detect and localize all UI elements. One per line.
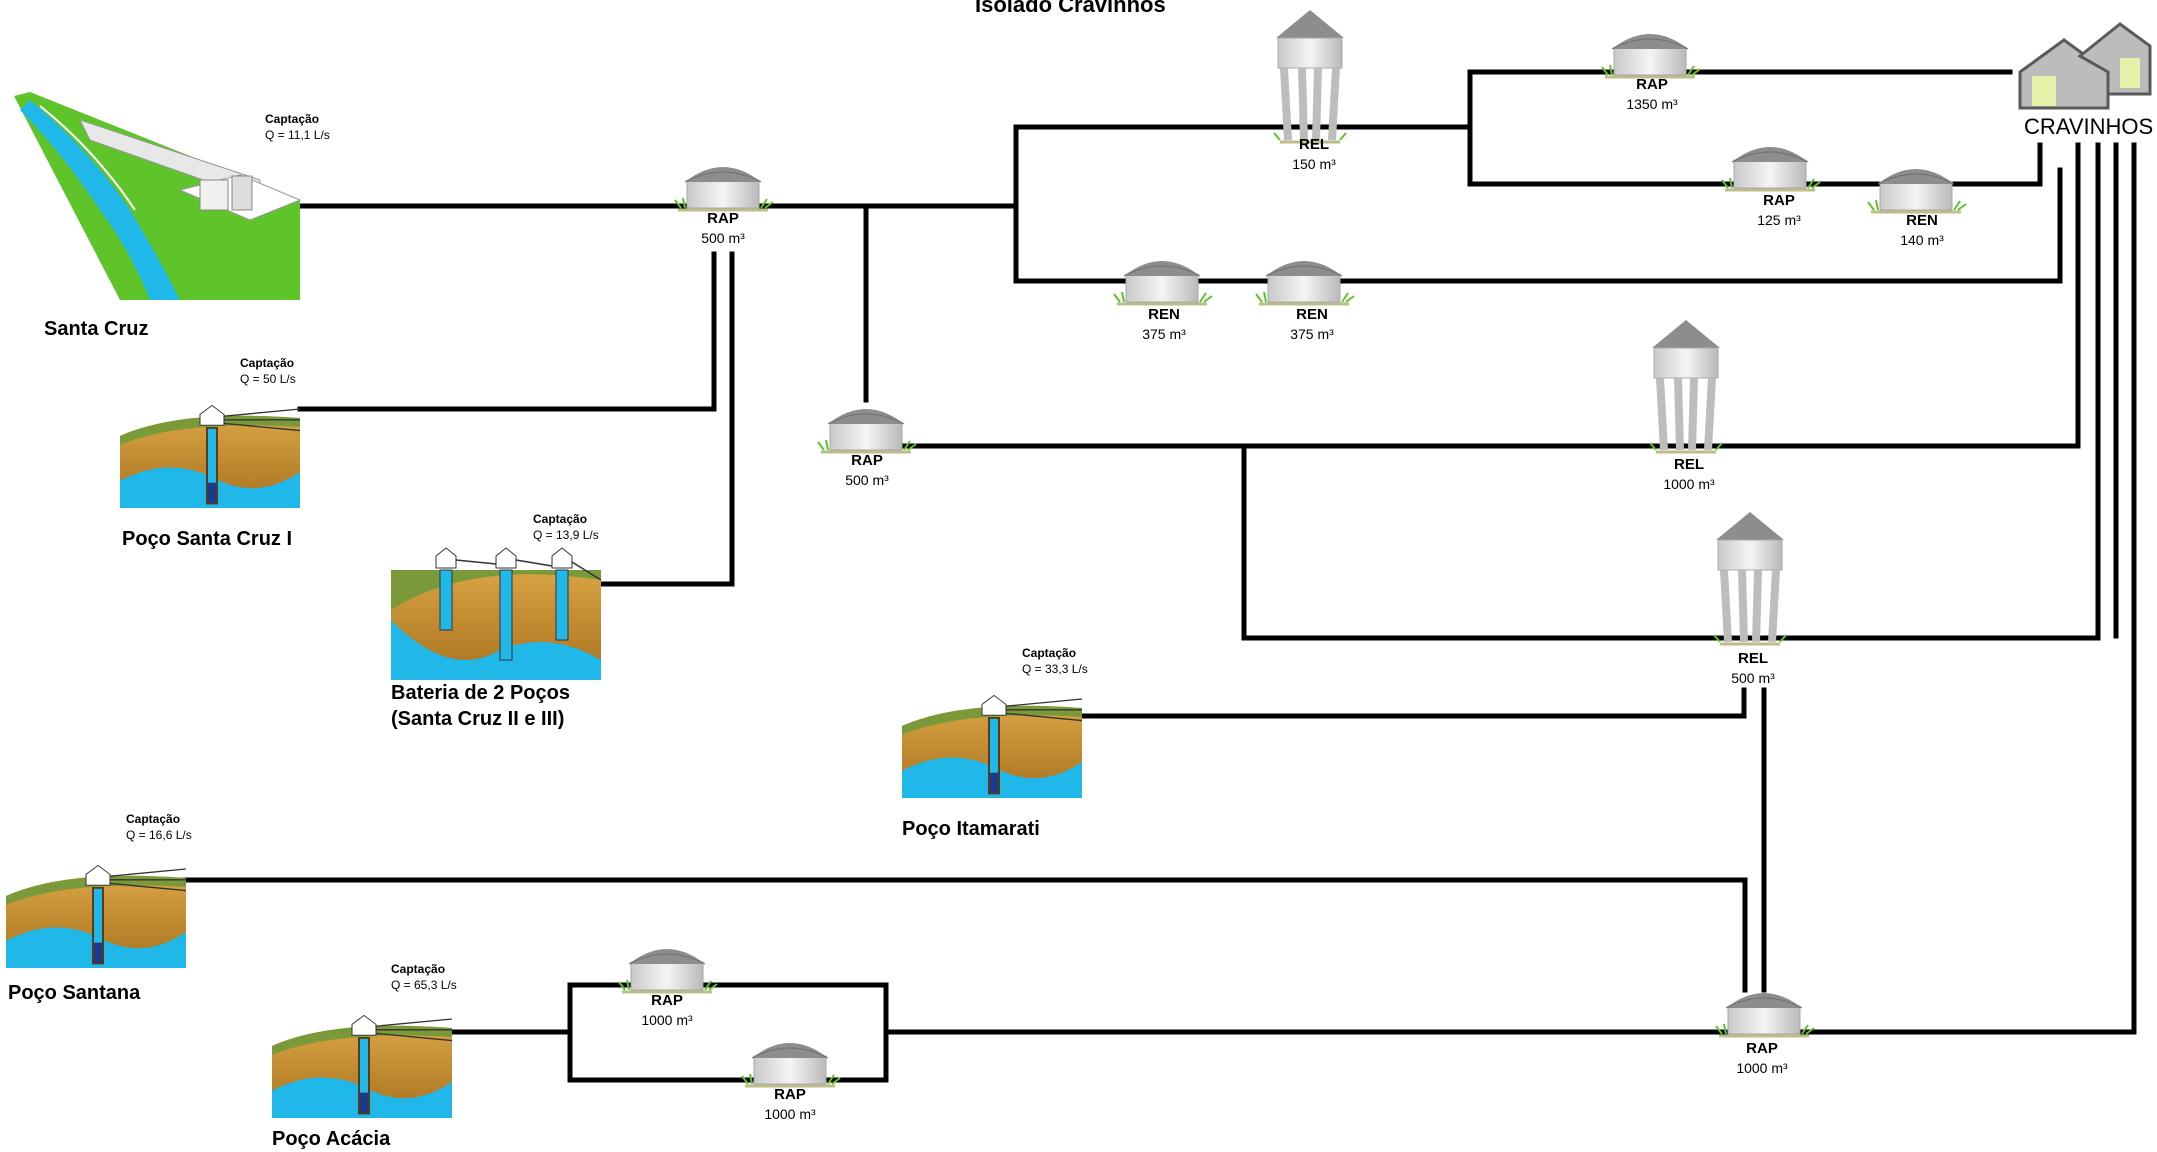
rap-mid-icon <box>816 407 918 454</box>
well-icon-acacia <box>271 1014 453 1119</box>
rap-1000b-type: RAP <box>774 1086 806 1103</box>
santana-flow: Q = 16,6 L/s <box>126 828 192 842</box>
pipelines <box>179 69 2137 1083</box>
rap-1000c-vol: 1000 m³ <box>1736 1060 1788 1076</box>
ren-375b-icon <box>1254 259 1356 306</box>
rap-1350-type: RAP <box>1636 76 1668 93</box>
pipe-bateria <box>591 251 735 587</box>
rap-mid-vol: 500 m³ <box>845 472 889 488</box>
pipe-poco-sc1 <box>297 251 717 412</box>
ren-140-vol: 140 m³ <box>1900 232 1944 248</box>
pipe-santana <box>179 877 1748 993</box>
rap-1000c-type: RAP <box>1746 1040 1778 1057</box>
pipe-to-rel500 <box>1241 142 2101 641</box>
ren-140-type: REN <box>1906 212 1938 229</box>
ren-140-icon <box>1866 167 1968 214</box>
rap-main-type: RAP <box>707 210 739 227</box>
pipe-itamarati <box>1077 687 1747 719</box>
well-icon-itamarati <box>901 694 1083 799</box>
pipe-rap1000c-city <box>1797 142 2137 1035</box>
city-label: CRAVINHOS <box>2024 114 2154 139</box>
rap-mid-type: RAP <box>851 452 883 469</box>
rap-1000a-type: RAP <box>651 992 683 1009</box>
acacia-name: Poço Acácia <box>272 1128 391 1150</box>
rap-1000b-vol: 1000 m³ <box>764 1106 816 1122</box>
santa-cruz-intake-illustration <box>14 92 302 300</box>
pipe-to-rap1350 <box>1467 69 2013 187</box>
diagram-title: Isolado Cravinhos <box>975 0 1166 17</box>
itamarati-flow: Q = 33,3 L/s <box>1022 662 1088 676</box>
rap-1000a-icon <box>617 947 719 994</box>
rap-1350-icon <box>1600 32 1702 79</box>
rap-main-vol: 500 m³ <box>701 230 745 246</box>
well-battery-illustration <box>391 547 602 680</box>
rel-150-icon <box>1274 10 1346 142</box>
rel-1000-type: REL <box>1674 456 1704 473</box>
ren-375a-icon <box>1112 259 1214 306</box>
houses-icon <box>2018 22 2152 110</box>
rel-1000-vol: 1000 m³ <box>1663 476 1715 492</box>
bateria-capt: Captação <box>533 512 588 526</box>
rel-500-icon <box>1714 512 1786 644</box>
itamarati-name: Poço Itamarati <box>902 818 1040 840</box>
santana-name: Poço Santana <box>8 982 141 1004</box>
bateria-name-line2: (Santa Cruz II e III) <box>391 708 565 730</box>
rel-150-type: REL <box>1299 136 1329 153</box>
acacia-capt: Captação <box>391 962 446 976</box>
poco-sc1-capt: Captação <box>240 356 295 370</box>
acacia-flow: Q = 65,3 L/s <box>391 978 457 992</box>
ren-375a-vol: 375 m³ <box>1142 326 1186 342</box>
pipe-to-rap125 <box>1467 142 2043 187</box>
ren-375b-vol: 375 m³ <box>1290 326 1334 342</box>
pipe-acacia <box>447 982 889 1083</box>
itamarati-capt: Captação <box>1022 646 1077 660</box>
santa-cruz-flow: Q = 11,1 L/s <box>265 128 330 142</box>
rap-1000a-vol: 1000 m³ <box>641 1012 693 1028</box>
well-icon-santa-cruz-i <box>119 404 301 509</box>
rel-500-vol: 500 m³ <box>1731 670 1775 686</box>
rap-125-icon <box>1720 145 1822 192</box>
rap-1000c-icon <box>1714 991 1816 1038</box>
ren-375b-type: REN <box>1296 306 1328 323</box>
rap-main-icon <box>673 165 775 212</box>
rap-1350-vol: 1350 m³ <box>1626 96 1678 112</box>
pipe-ren-line <box>1013 167 2063 284</box>
pipe-rap-mid-rel1000 <box>877 142 2081 449</box>
santana-capt: Captação <box>126 812 181 826</box>
poco-sc1-flow: Q = 50 L/s <box>240 372 296 386</box>
rap-125-type: RAP <box>1763 192 1795 209</box>
bateria-flow: Q = 13,9 L/s <box>533 528 599 542</box>
rel-1000-icon <box>1650 320 1722 452</box>
rap-125-vol: 125 m³ <box>1757 212 1801 228</box>
rap-1000b-icon <box>740 1041 842 1088</box>
ren-375a-type: REN <box>1148 306 1180 323</box>
rel-150-vol: 150 m³ <box>1292 156 1336 172</box>
santa-cruz-name: Santa Cruz <box>44 318 149 340</box>
santa-cruz-capt: Captação <box>265 112 320 126</box>
rel-500-type: REL <box>1738 650 1768 667</box>
bateria-name-line1: Bateria de 2 Poços <box>391 682 570 704</box>
well-icon-santana <box>5 864 187 969</box>
poco-sc1-name: Poço Santa Cruz I <box>122 528 293 550</box>
